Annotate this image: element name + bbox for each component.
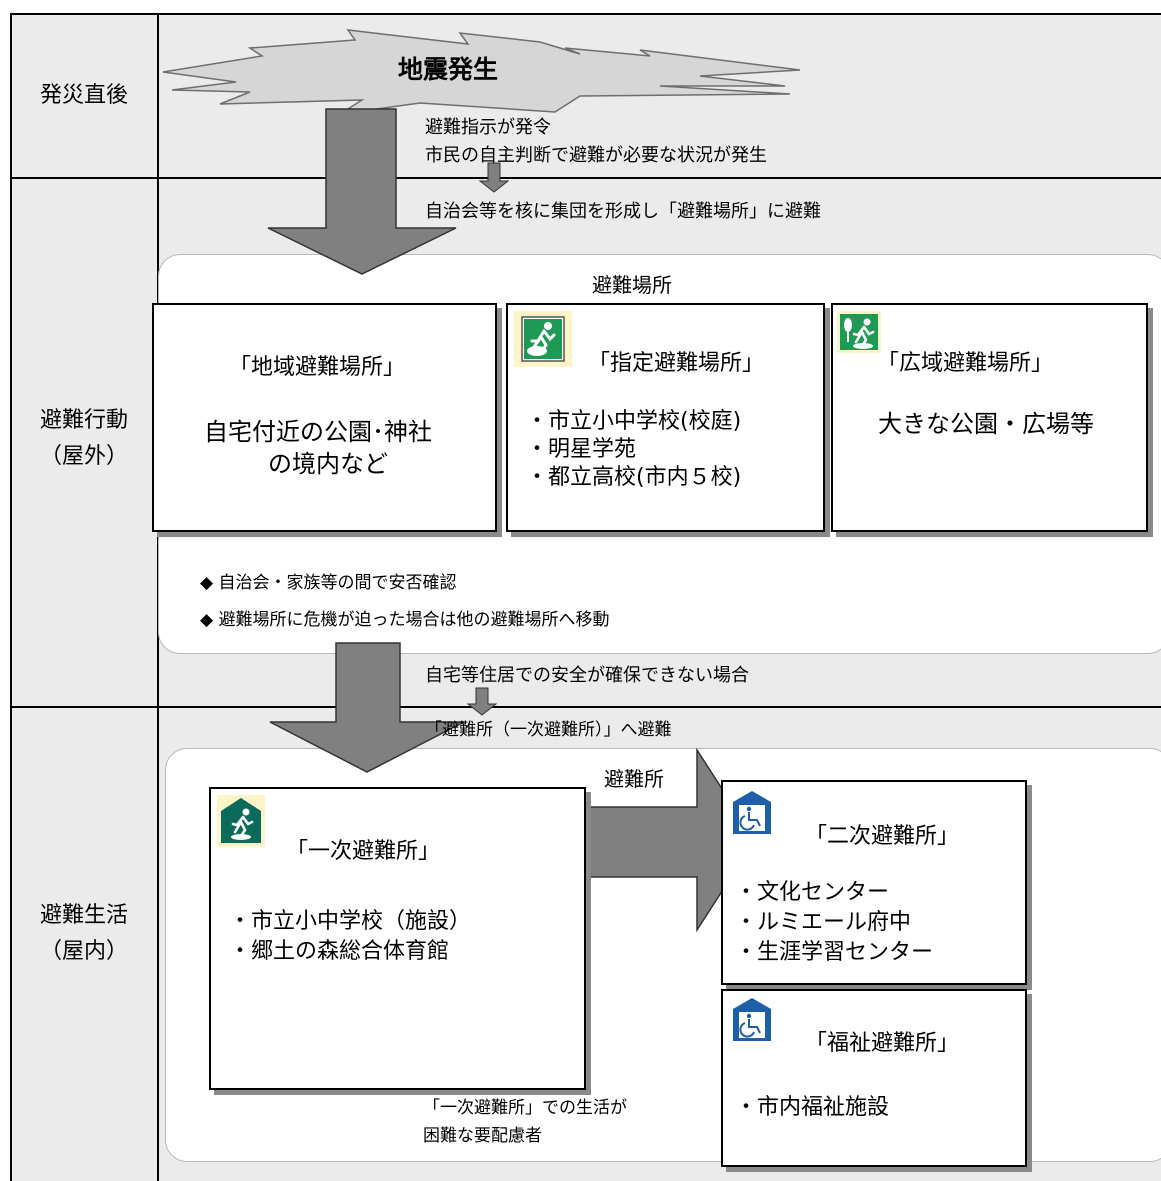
secondary-shelter-box: 「二次避難所」 ・文化センター ・ルミエール府中 ・生涯学習センター bbox=[721, 780, 1027, 985]
outer-border-left bbox=[10, 14, 12, 1181]
primary-shelter-item-1: ・市立小中学校（施設） bbox=[229, 909, 472, 934]
shelter-wheelchair-icon bbox=[729, 995, 775, 1045]
big-down-arrow-1 bbox=[267, 108, 457, 275]
stage-action-line1: 避難行動 bbox=[39, 408, 128, 433]
note-group-evacuate: 自治会等を核に集団を形成し「避難場所」に避難 bbox=[425, 201, 821, 222]
designated-evacuation-site-box: 「指定避難場所」 ・市立小中学校(校庭) ・明星学苑 ・都立高校(市内５校) bbox=[506, 303, 825, 532]
local-site-title: 「地域避難場所」 bbox=[229, 355, 406, 380]
stage-immediate-text: 発災直後 bbox=[39, 83, 128, 108]
welfare-shelter-item-1: ・市内福祉施設 bbox=[735, 1095, 890, 1120]
wide-area-evacuation-site-box: 「広域避難場所」 大きな公園・広場等 bbox=[831, 303, 1148, 532]
designated-site-item-1: ・市立小中学校(校庭) bbox=[526, 409, 742, 434]
small-down-arrow-2 bbox=[466, 687, 498, 716]
big-down-arrow-2 bbox=[269, 642, 465, 773]
note-difficult-line2: 困難な要配慮者 bbox=[423, 1126, 542, 1146]
row-divider-2 bbox=[10, 706, 1161, 708]
stage-action-line2: （屋外） bbox=[39, 444, 128, 469]
stage-life-line2: （屋内） bbox=[39, 939, 128, 964]
row-divider-1 bbox=[10, 177, 1161, 179]
note-self-judgment: 市民の自主判断で避難が必要な状況が発生 bbox=[425, 145, 767, 166]
tree-running-person-icon bbox=[837, 311, 881, 353]
running-person-icon bbox=[514, 311, 572, 367]
primary-shelter-item-2: ・郷土の森総合体育館 bbox=[229, 939, 450, 964]
designated-site-item-3: ・都立高校(市内５校) bbox=[526, 465, 742, 490]
local-evacuation-site-box: 「地域避難場所」 自宅付近の公園･神社 の境内など bbox=[152, 303, 497, 532]
local-site-line1: 自宅付近の公園･神社 bbox=[204, 418, 432, 446]
secondary-shelter-item-3: ・生涯学習センター bbox=[735, 940, 934, 965]
banner-text: 地震発生 bbox=[398, 55, 499, 84]
stage-label-evacuation-action: 避難行動 （屋外） bbox=[10, 403, 158, 475]
shelter-running-person-icon bbox=[217, 795, 265, 847]
wide-site-line1: 大きな公園・広場等 bbox=[878, 410, 1094, 438]
local-site-line2: の境内など bbox=[268, 450, 388, 478]
primary-shelter-title: 「一次避難所」 bbox=[286, 839, 441, 864]
note-difficult-line1: 「一次避難所」での生活が bbox=[423, 1098, 627, 1118]
secondary-shelter-item-1: ・文化センター bbox=[735, 880, 890, 905]
secondary-shelter-item-2: ・ルミエール府中 bbox=[735, 910, 912, 935]
welfare-shelter-box: 「福祉避難所」 ・市内福祉施設 bbox=[721, 989, 1027, 1167]
shelter-wheelchair-icon bbox=[729, 788, 775, 838]
designated-site-title: 「指定避難場所」 bbox=[588, 351, 765, 376]
stage-life-line1: 避難生活 bbox=[39, 903, 128, 928]
note-order-issued: 避難指示が発令 bbox=[425, 117, 551, 138]
stage-label-evacuation-life: 避難生活 （屋内） bbox=[10, 898, 158, 970]
outer-border-top bbox=[10, 13, 1161, 15]
designated-site-item-2: ・明星学苑 bbox=[526, 437, 637, 462]
primary-shelter-box: 「一次避難所」 ・市立小中学校（施設） ・郷土の森総合体育館 bbox=[209, 787, 586, 1090]
move-site-bullet: ◆ 避難場所に危機が迫った場合は他の避難場所へ移動 bbox=[200, 610, 610, 630]
earthquake-banner bbox=[162, 29, 801, 115]
note-unsafe-home: 自宅等住居での安全が確保できない場合 bbox=[425, 665, 749, 686]
welfare-shelter-title: 「福祉避難所」 bbox=[805, 1031, 960, 1056]
evacuation-sites-title: 避難場所 bbox=[592, 273, 672, 297]
small-down-arrow-1 bbox=[478, 162, 510, 193]
secondary-shelter-title: 「二次避難所」 bbox=[805, 824, 960, 849]
stage-label-immediate: 発災直後 bbox=[10, 78, 158, 114]
note-to-shelter: 「避難所（一次避難所）」へ避難 bbox=[425, 720, 672, 740]
wide-site-title: 「広域避難場所」 bbox=[877, 351, 1054, 376]
shelters-title: 避難所 bbox=[604, 767, 664, 791]
safety-check-bullet: ◆ 自治会・家族等の間で安否確認 bbox=[200, 573, 457, 593]
